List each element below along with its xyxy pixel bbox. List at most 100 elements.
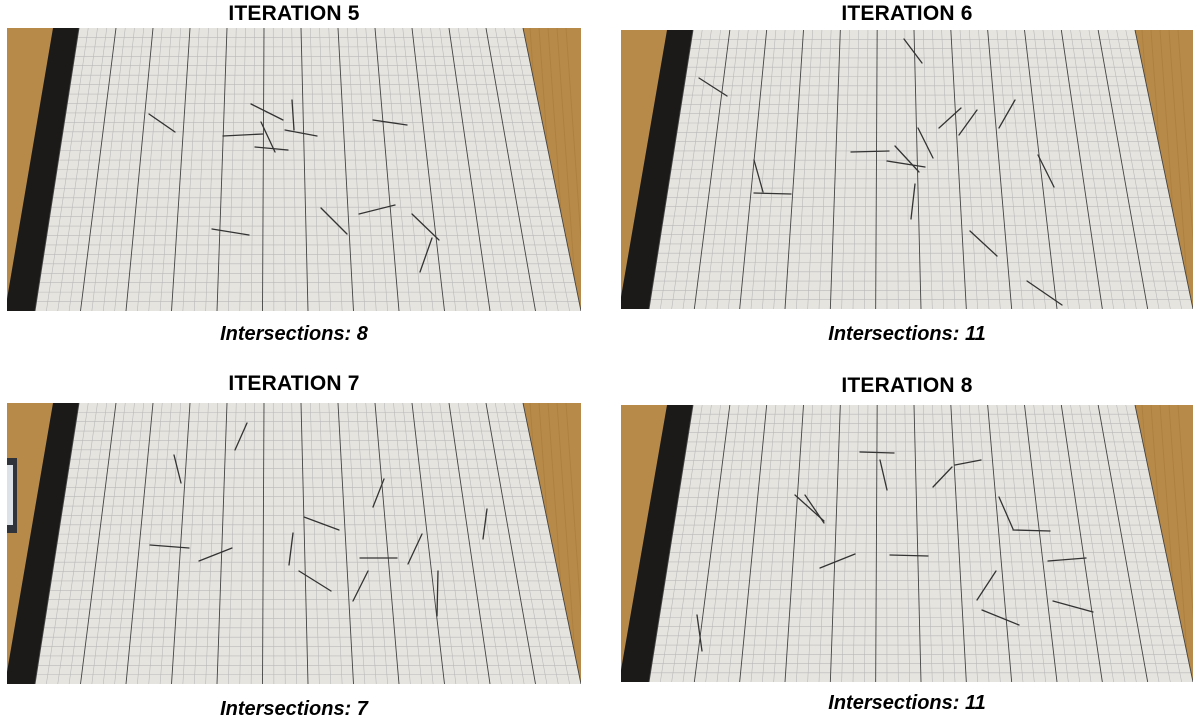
grid-line-minor	[716, 30, 749, 309]
grid-line-minor	[1051, 405, 1092, 682]
grid-line-minor	[1042, 405, 1080, 682]
grid-line-major	[337, 28, 354, 311]
grid-line-minor	[1107, 405, 1160, 682]
grid-line-minor	[291, 28, 297, 311]
grid-line-minor	[978, 30, 1001, 309]
grid-line-major	[522, 28, 581, 311]
grid-line-minor	[864, 405, 869, 682]
grid-line-minor	[365, 403, 388, 684]
grid-line-minor	[430, 403, 468, 684]
grid-line-minor	[476, 403, 525, 684]
grid-line-minor	[68, 28, 108, 311]
grid-line-minor	[239, 403, 246, 684]
grid-line-major	[913, 405, 922, 682]
experiment-photo	[7, 403, 581, 684]
grid-line-minor	[1088, 405, 1137, 682]
grid-line-major	[829, 405, 841, 682]
grid-line-major	[300, 28, 309, 311]
grid-line-minor	[750, 405, 777, 682]
grid-line-major	[1024, 405, 1058, 682]
needle	[288, 532, 294, 566]
grid-line-minor	[467, 28, 514, 311]
needle	[859, 451, 895, 454]
grid-line-minor	[365, 28, 388, 311]
needle-grid-photo	[621, 30, 1193, 309]
grid-line-minor	[467, 403, 514, 684]
grid-line-major	[80, 403, 117, 684]
grid-line-minor	[895, 30, 899, 309]
needle	[753, 159, 764, 193]
grid-line-major	[693, 30, 731, 309]
grid-line-major	[1134, 405, 1193, 682]
grid-line-minor	[91, 28, 126, 311]
needle	[222, 133, 264, 137]
grid-line-major	[829, 30, 841, 309]
grid-line-minor	[996, 30, 1024, 309]
panel-iteration-5: ITERATION 5 Intersections: 8	[7, 0, 581, 350]
needle	[250, 103, 284, 121]
needle	[358, 204, 396, 215]
cutting-mat-edge	[621, 405, 693, 682]
grid-line-minor	[430, 28, 468, 311]
grid-line-minor	[1005, 405, 1035, 682]
grid-line-major	[1134, 30, 1193, 309]
grid-line-minor	[346, 403, 366, 684]
needle	[894, 145, 920, 173]
panel-title: ITERATION 5	[228, 2, 360, 25]
grid-line-minor	[182, 28, 200, 311]
intersections-caption: Intersections: 11	[828, 323, 986, 345]
grid-line-major	[950, 30, 967, 309]
grid-line-major	[987, 30, 1013, 309]
needle	[938, 107, 962, 129]
experiment-photo	[7, 28, 581, 311]
grid-line-major	[522, 403, 581, 684]
needle	[917, 127, 934, 159]
grid-line-major	[1060, 30, 1103, 309]
needle	[211, 228, 250, 236]
needle	[1037, 154, 1055, 188]
grid-line-major	[374, 403, 400, 684]
experiment-photo	[621, 405, 1193, 682]
needle	[436, 570, 439, 617]
grid-line-minor	[476, 28, 525, 311]
grid-line-minor	[102, 28, 135, 311]
grid-line-major	[171, 28, 191, 311]
needle-grid-photo	[621, 405, 1193, 682]
needle	[981, 609, 1020, 626]
grid-line-major	[648, 30, 694, 309]
grid-line-minor	[57, 28, 98, 311]
grid-line-minor	[1014, 30, 1046, 309]
grid-line-minor	[959, 30, 978, 309]
grid-line-major	[1024, 30, 1058, 309]
needle-grid-photo	[7, 403, 581, 684]
needle	[303, 516, 340, 531]
grid-line-minor	[420, 403, 457, 684]
grid-line-minor	[439, 403, 479, 684]
grid-line-minor	[1051, 30, 1092, 309]
grid-line-minor	[660, 405, 703, 682]
needle	[149, 544, 190, 549]
grid-line-minor	[250, 403, 256, 684]
needle	[1012, 529, 1051, 532]
wood-grain	[565, 28, 581, 248]
intersections-caption: Intersections: 11	[828, 692, 986, 714]
grid-line-minor	[941, 30, 956, 309]
grid-line-minor	[513, 28, 570, 311]
grid-line-minor	[671, 30, 712, 309]
needle	[696, 614, 703, 652]
grid-line-minor	[282, 403, 286, 684]
needle	[198, 547, 233, 562]
grid-line-minor	[205, 28, 219, 311]
needle-grid-photo	[7, 28, 581, 311]
needle	[954, 459, 982, 466]
grid-line-minor	[1070, 30, 1114, 309]
needle	[910, 183, 916, 220]
grid-line-minor	[137, 403, 163, 684]
grid-line-minor	[383, 403, 411, 684]
grid-line-minor	[1116, 30, 1171, 309]
grid-line-major	[262, 403, 265, 684]
panel-title: ITERATION 7	[228, 372, 360, 395]
grid-line-minor	[272, 403, 275, 684]
grid-line-minor	[705, 30, 740, 309]
grid-line-minor	[420, 28, 457, 311]
